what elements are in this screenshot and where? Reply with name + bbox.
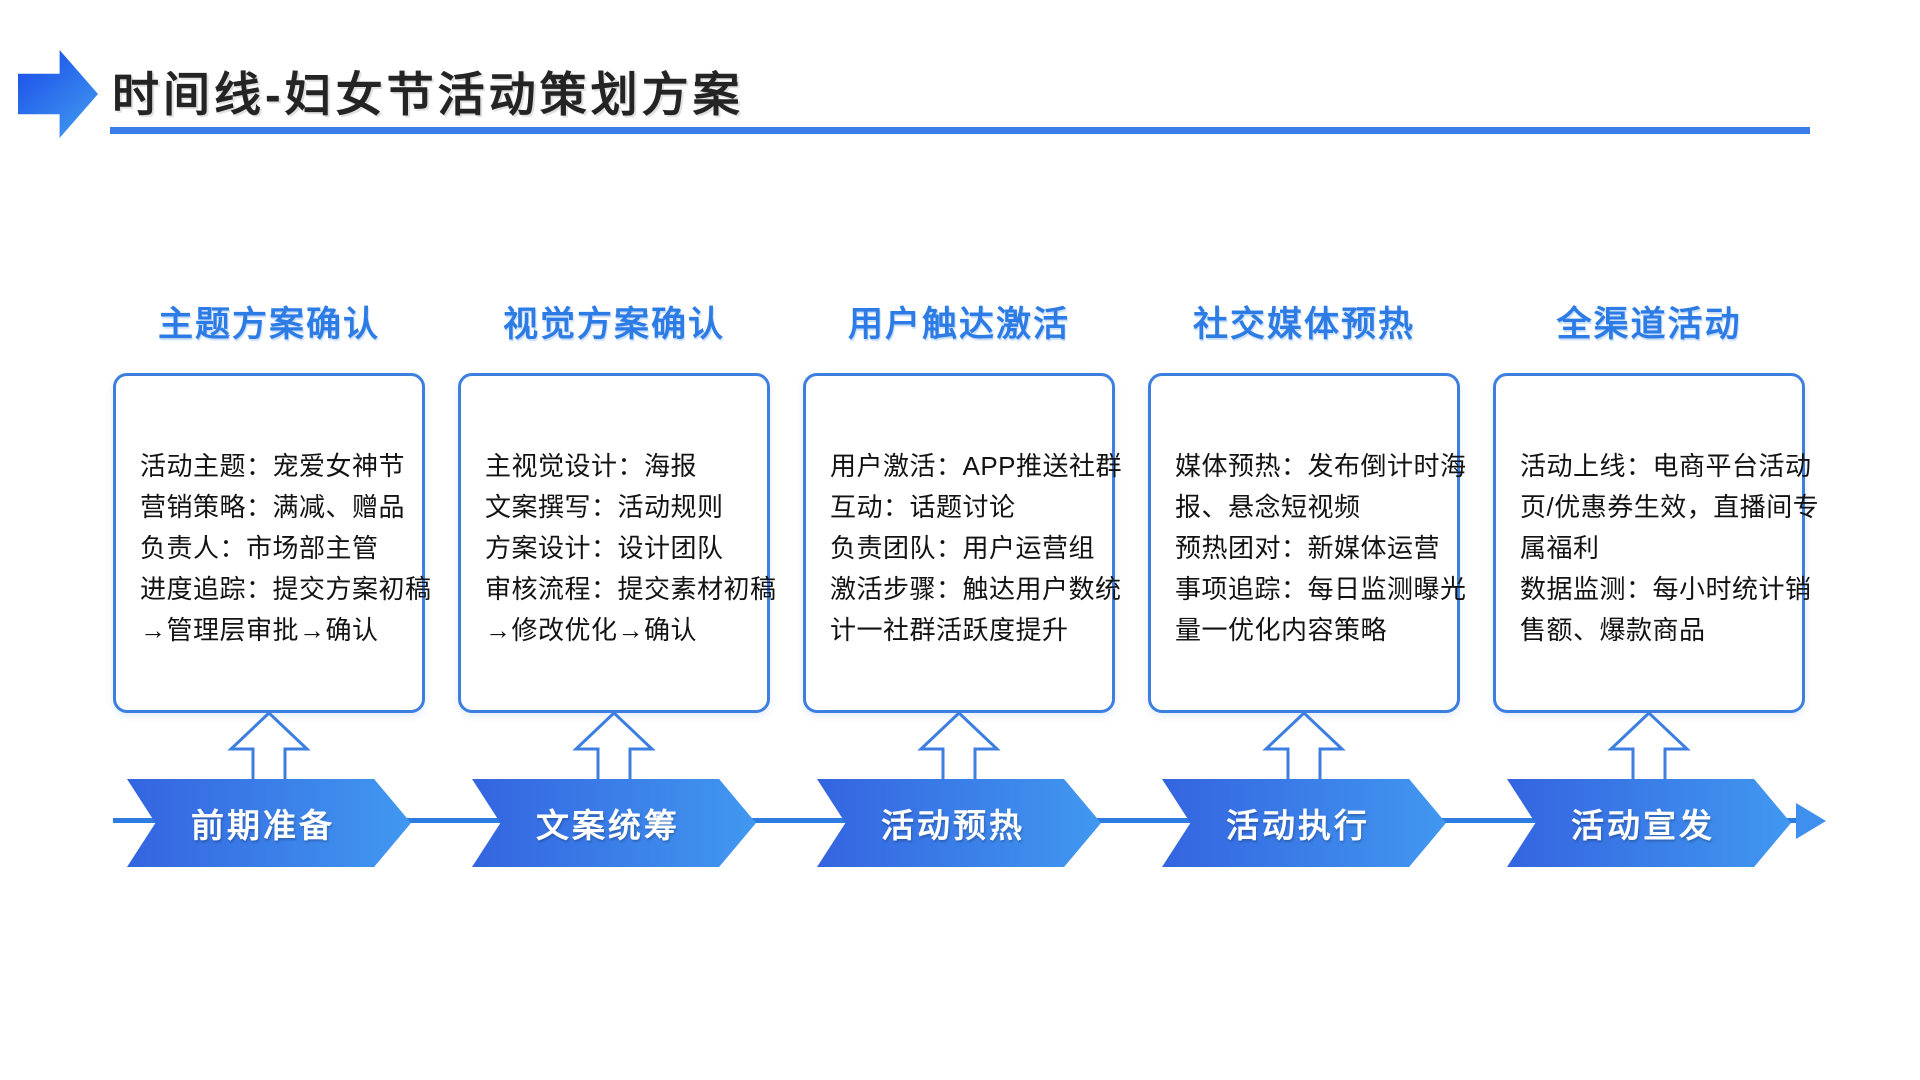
detail-line: 审核流程：提交素材初稿 xyxy=(485,574,777,604)
detail-line: 活动上线：电商平台活动 xyxy=(1520,451,1812,481)
detail-line: 负责团队：用户运营组 xyxy=(830,533,1096,563)
detail-line: 计一社群活跃度提升 xyxy=(830,615,1069,645)
stage-detail-box: 主视觉设计：海报 文案撰写：活动规则 方案设计：设计团队 审核流程：提交素材初稿… xyxy=(458,373,777,713)
stage-banner-label: 活动预热 xyxy=(881,807,1025,844)
detail-line: →修改优化→确认 xyxy=(485,615,698,645)
stage-banner-label: 文案统筹 xyxy=(536,807,680,844)
stage-detail-box: 活动上线：电商平台活动 页/优惠券生效，直播间专 属福利 数据监测：每小时统计销… xyxy=(1493,373,1820,713)
title-arrow-icon xyxy=(18,50,98,138)
detail-line: 事项追踪：每日监测曝光 xyxy=(1175,574,1467,604)
detail-line: 数据监测：每小时统计销 xyxy=(1520,574,1812,604)
stage-header: 全渠道活动 xyxy=(1556,305,1742,344)
detail-line: 售额、爆款商品 xyxy=(1520,615,1706,645)
stage-banner: 前期准备 xyxy=(127,779,411,867)
detail-line: →管理层审批→确认 xyxy=(140,615,379,645)
stage-banner: 活动宣发 xyxy=(1507,779,1791,867)
stage-header: 用户触达激活 xyxy=(847,305,1070,344)
stage-detail-box: 用户激活：APP推送社群 互动：话题讨论 负责团队：用户运营组 激活步骤：触达用… xyxy=(803,373,1123,713)
stage-column-5: 全渠道活动 活动上线：电商平台活动 页/优惠券生效，直播间专 属福利 数据监测：… xyxy=(1493,0,1820,1080)
detail-line: 预热团对：新媒体运营 xyxy=(1175,533,1441,563)
detail-line: 属福利 xyxy=(1520,533,1600,563)
detail-line: 进度追踪：提交方案初稿 xyxy=(140,574,432,604)
stage-banner-label: 活动宣发 xyxy=(1571,807,1715,844)
stage-banner: 活动执行 xyxy=(1162,779,1446,867)
detail-line: 文案撰写：活动规则 xyxy=(485,492,724,522)
detail-line: 报、悬念短视频 xyxy=(1175,492,1361,522)
detail-line: 主视觉设计：海报 xyxy=(485,451,698,481)
detail-line: 营销策略：满减、赠品 xyxy=(140,492,406,522)
stage-column-1: 主题方案确认 活动主题：宠爱女神节 营销策略：满减、赠品 负责人：市场部主管 进… xyxy=(113,0,432,1080)
detail-line: 互动：话题讨论 xyxy=(830,492,1016,522)
stage-banner-label: 活动执行 xyxy=(1226,807,1370,844)
up-arrow-icon xyxy=(572,711,656,785)
timeline-end-arrowhead-icon xyxy=(1796,803,1826,839)
stage-header: 视觉方案确认 xyxy=(502,305,725,344)
up-arrow-icon xyxy=(227,711,311,785)
detail-line: 方案设计：设计团队 xyxy=(485,533,724,563)
up-arrow-icon xyxy=(1607,711,1691,785)
stage-header: 主题方案确认 xyxy=(157,305,380,344)
detail-line: 页/优惠券生效，直播间专 xyxy=(1520,492,1820,522)
detail-line: 活动主题：宠爱女神节 xyxy=(140,451,406,481)
page-title: 时间线-妇女节活动策划方案 xyxy=(112,68,744,121)
stage-column-3: 用户触达激活 用户激活：APP推送社群 互动：话题讨论 负责团队：用户运营组 激… xyxy=(803,0,1123,1080)
stage-header: 社交媒体预热 xyxy=(1192,305,1415,344)
title-underline xyxy=(110,127,1810,134)
detail-line: 用户激活：APP推送社群 xyxy=(830,451,1123,481)
detail-line: 媒体预热：发布倒计时海 xyxy=(1175,451,1467,481)
up-arrow-icon xyxy=(1262,711,1346,785)
stage-detail-box: 媒体预热：发布倒计时海 报、悬念短视频 预热团对：新媒体运营 事项追踪：每日监测… xyxy=(1148,373,1467,713)
stage-banner-label: 前期准备 xyxy=(191,807,335,844)
stage-column-2: 视觉方案确认 主视觉设计：海报 文案撰写：活动规则 方案设计：设计团队 审核流程… xyxy=(458,0,777,1080)
stage-banner: 活动预热 xyxy=(817,779,1101,867)
detail-line: 量一优化内容策略 xyxy=(1175,615,1388,645)
stage-banner: 文案统筹 xyxy=(472,779,756,867)
detail-line: 负责人：市场部主管 xyxy=(140,533,379,563)
stage-detail-box: 活动主题：宠爱女神节 营销策略：满减、赠品 负责人：市场部主管 进度追踪：提交方… xyxy=(113,373,432,713)
stage-column-4: 社交媒体预热 媒体预热：发布倒计时海 报、悬念短视频 预热团对：新媒体运营 事项… xyxy=(1148,0,1467,1080)
up-arrow-icon xyxy=(917,711,1001,785)
detail-line: 激活步骤：触达用户数统 xyxy=(830,574,1122,604)
